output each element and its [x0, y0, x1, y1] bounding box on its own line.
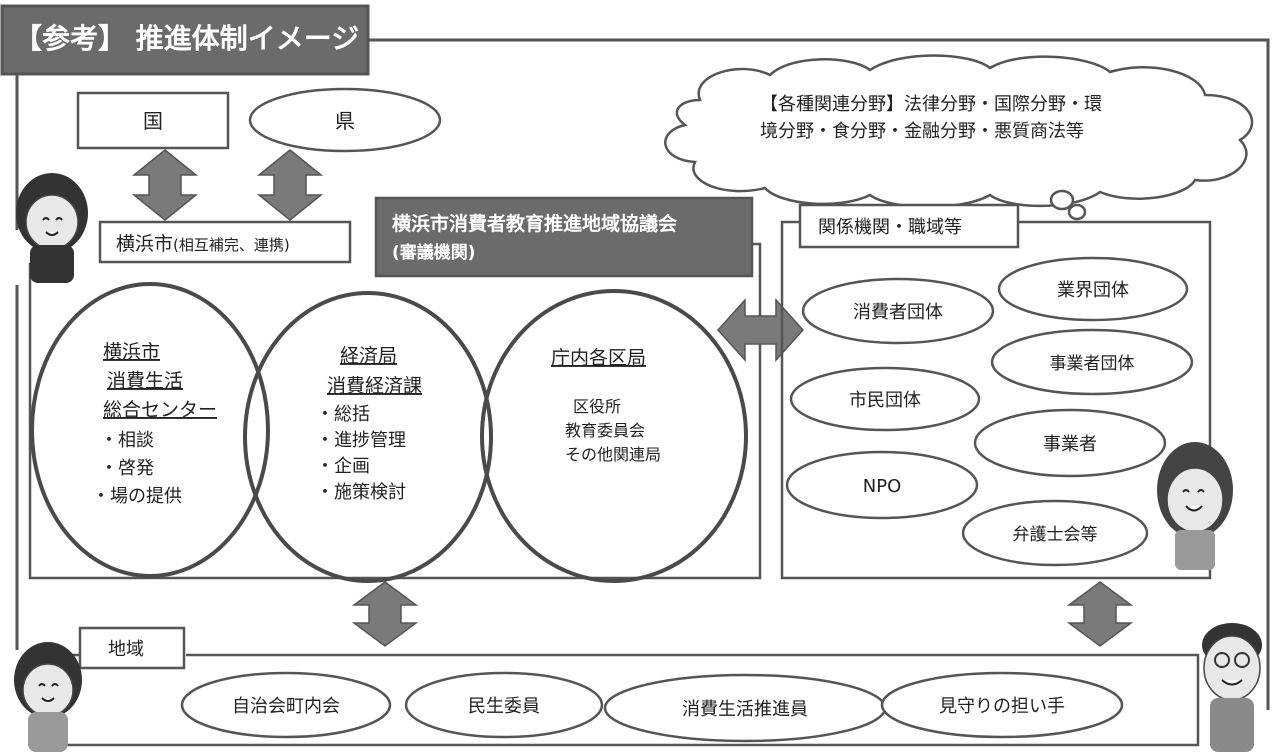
center-title-2: 消費生活 [107, 370, 183, 392]
woman-illustration-right [1157, 442, 1233, 570]
business-groups-ellipse [990, 328, 1194, 396]
economy-title-2: 消費経済課 [327, 375, 422, 397]
council-banner [374, 196, 754, 278]
economy-item-4: ・施策検討 [316, 482, 406, 503]
related-orgs-frame [780, 220, 1212, 580]
related-orgs-title-box [798, 203, 1020, 249]
center-title-1: 横浜市 [103, 341, 160, 363]
community-item-1: 自治会町内会 [232, 696, 340, 717]
title-banner [0, 4, 370, 76]
ward-item-1: 区役所 [573, 397, 621, 416]
lawyers-ellipse [961, 499, 1149, 567]
center-item-1: ・相談 [100, 430, 154, 451]
community-item-2: 民生委員 [468, 696, 540, 717]
city-section-frame [28, 242, 762, 580]
lawyers-label: 弁護士会等 [1013, 525, 1098, 545]
national-label: 国 [143, 109, 163, 133]
prefecture-ellipse [248, 87, 442, 153]
city-label: 横浜市(相互補完、連携) [116, 233, 290, 255]
industry-groups-label: 業界団体 [1057, 280, 1129, 301]
cloud-line2: 境分野・食分野・金融分野・悪質商法等 [760, 121, 1084, 142]
npo-ellipse [785, 450, 979, 520]
business-groups-label: 事業者団体 [1050, 354, 1135, 374]
city-box [98, 220, 352, 264]
community-title: 地域 [108, 639, 144, 660]
ward-item-3: その他関連局 [565, 445, 661, 464]
economy-item-1: ・総括 [316, 404, 370, 425]
cloud-line1: 【各種関連分野】法律分野・国際分野・環 [760, 94, 1102, 115]
ward-title: 庁内各区局 [551, 347, 646, 369]
council-line2: (審議機関) [392, 242, 476, 263]
businesses-ellipse [973, 408, 1167, 478]
national-box [76, 91, 230, 150]
community-title-box [78, 626, 186, 670]
consumer-groups-ellipse [801, 277, 995, 345]
economy-circle [243, 291, 493, 583]
related-orgs-title: 関係機関・職域等 [818, 217, 962, 238]
community-item-1-ellipse [180, 671, 392, 739]
outer-frame [340, 38, 1270, 710]
community-item-3: 消費生活推進員 [682, 699, 808, 720]
arrow-related-community [1066, 581, 1134, 647]
consumer-groups-label: 消費者団体 [853, 302, 943, 323]
center-circle [30, 282, 270, 578]
council-line1: 横浜市消費者教育推進地域協議会 [392, 212, 677, 235]
industry-groups-ellipse [997, 256, 1189, 322]
citizen-groups-ellipse [789, 366, 981, 432]
economy-item-3: ・企画 [316, 456, 370, 477]
ward-item-2: 教育委員会 [565, 421, 645, 440]
title-banner-text: 【参考】 推進体制イメージ [14, 22, 359, 55]
related-fields-cloud [664, 54, 1254, 221]
arrow-national-city [131, 149, 199, 221]
ward-circle [480, 289, 748, 583]
man-illustration-bottom-right [1202, 623, 1262, 752]
center-title-3: 総合センター [103, 399, 217, 421]
center-item-3: ・場の提供 [92, 486, 182, 507]
businesses-label: 事業者 [1043, 434, 1097, 455]
community-item-4-ellipse [880, 671, 1124, 739]
woman-illustration-top-left [16, 173, 88, 283]
economy-item-2: ・進捗管理 [316, 430, 406, 451]
center-item-2: ・啓発 [100, 458, 154, 479]
community-item-2-ellipse [404, 671, 604, 739]
arrow-city-community [351, 581, 419, 647]
arrow-prefecture-city [256, 149, 324, 221]
community-item-4: 見守りの担い手 [939, 696, 1065, 717]
economy-title-1: 経済局 [340, 345, 397, 367]
npo-label: NPO [863, 476, 902, 497]
prefecture-label: 県 [335, 109, 355, 133]
citizen-groups-label: 市民団体 [849, 390, 921, 411]
woman-illustration-bottom-left [14, 642, 82, 752]
